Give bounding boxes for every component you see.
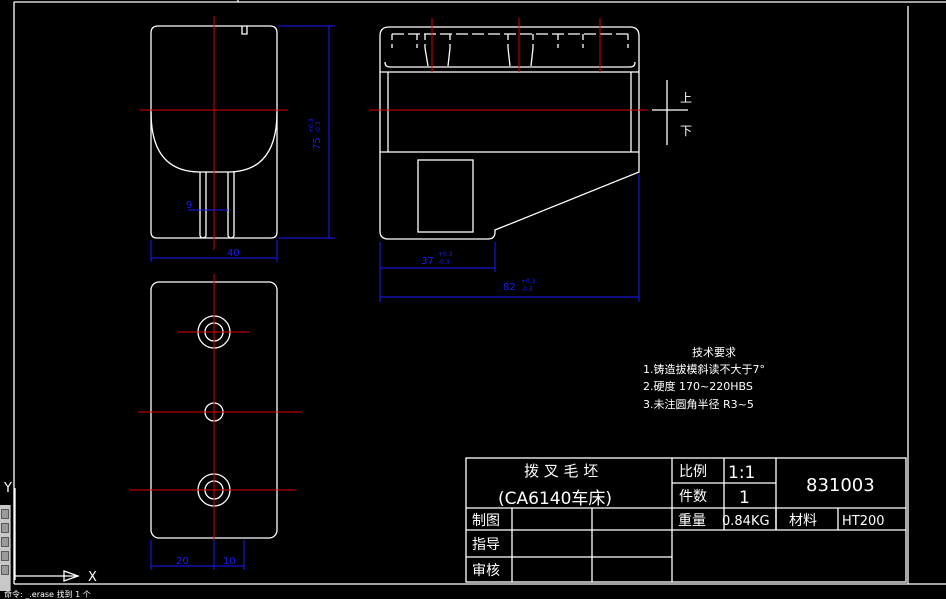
dim-height-tol-upper: +0.3 xyxy=(308,118,315,133)
review-label: 审核 xyxy=(472,563,500,579)
command-line-text: 命令: _.erase 找到 1 个 xyxy=(4,590,91,599)
dim-bottom-left: 20 xyxy=(176,556,189,567)
part-name: 拨 叉 毛 坯 xyxy=(524,462,598,480)
material-value: HT200 xyxy=(842,514,885,529)
drawing-frame xyxy=(13,0,946,585)
dim-len2-tol-upper: +0.3 xyxy=(521,278,536,285)
dim-height: 75 xyxy=(312,137,323,150)
tech-req-item-2: 2.硬度 170~220HBS xyxy=(643,379,753,393)
qty-value: 1 xyxy=(739,488,750,508)
toolbar-button[interactable] xyxy=(1,523,9,533)
scale-label: 比例 xyxy=(679,464,707,480)
side-view xyxy=(370,18,688,302)
dim-height-tol-lower: -0.3 xyxy=(315,121,322,133)
ucs-icon xyxy=(14,488,80,582)
guide-label: 指导 xyxy=(472,537,500,553)
dim-len1: 37 xyxy=(421,256,434,267)
toolbar-button[interactable] xyxy=(1,509,9,519)
tech-req-item-1: 1.铸造拔模斜读不大于7° xyxy=(643,362,765,376)
parting-lower: 下 xyxy=(680,124,692,138)
toolbar-button[interactable] xyxy=(1,537,9,547)
front-view xyxy=(140,16,335,262)
tech-req-title: 技术要求 xyxy=(692,346,736,359)
title-block xyxy=(465,457,907,583)
dim-bottom-right: 10 xyxy=(223,556,236,567)
drawing-number: 831003 xyxy=(806,475,875,496)
weight-label: 重量 xyxy=(678,513,706,529)
dim-len2: 82 xyxy=(503,282,516,293)
left-toolbar xyxy=(0,505,11,591)
tech-req-item-3: 3.未注圆角半径 R3~5 xyxy=(643,397,754,411)
dim-slot: 9 xyxy=(186,200,192,211)
drawn-label: 制图 xyxy=(472,513,500,529)
dim-width-top: 40 xyxy=(227,248,240,259)
qty-label: 件数 xyxy=(679,489,707,505)
weight-value: 0.84KG xyxy=(722,514,770,529)
parting-upper: 上 xyxy=(680,91,692,105)
dim-len1-tol-upper: +0.3 xyxy=(438,251,453,258)
material-label: 材料 xyxy=(789,513,817,529)
toolbar-button[interactable] xyxy=(1,551,9,561)
dim-len1-tol-lower: -0.3 xyxy=(438,259,450,266)
toolbar-button[interactable] xyxy=(1,565,9,575)
dim-len2-tol-lower: -0.3 xyxy=(521,286,533,293)
ucs-y-label: Y xyxy=(3,481,12,496)
machine-name: (CA6140车床) xyxy=(498,489,612,509)
top-view xyxy=(130,274,302,570)
scale-value: 1:1 xyxy=(728,463,755,483)
command-line[interactable] xyxy=(0,591,946,599)
ucs-x-label: X xyxy=(88,570,97,585)
